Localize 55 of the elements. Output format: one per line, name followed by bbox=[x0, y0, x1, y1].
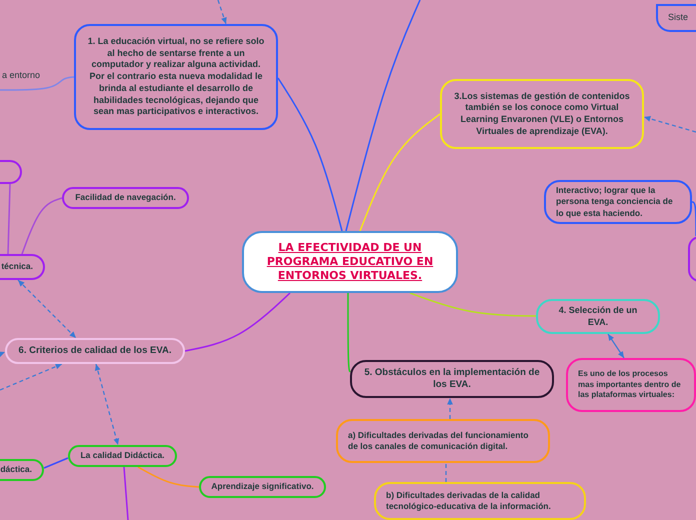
arrow bbox=[447, 398, 453, 419]
connector-line bbox=[359, 113, 440, 232]
topic-box bbox=[566, 358, 696, 412]
arrow bbox=[644, 116, 696, 133]
topic-text: 3.Los sistemas de gestión de contenidos también se los conoce como Virtual Learning Envaronen (VLE) o Entornos Virtuales de aprendizaje (EVA). bbox=[453, 90, 631, 138]
topic-text: 1. La educación virtual, no se refiere solo al hecho de sentarse frente a un computador y realizar alguna actividad. Por el contrario esta nueva modalidad le brinda al estudiante el desarrollo de habilidades tecnológicas, dejando que sean mas participativos e interactivos. bbox=[86, 36, 266, 118]
topic-box bbox=[350, 360, 554, 398]
arrow bbox=[608, 334, 624, 358]
topic-text: a entorno bbox=[2, 70, 40, 82]
topic-box bbox=[336, 419, 550, 463]
connector-line bbox=[0, 76, 74, 91]
topic-text: a) Dificultades derivadas del funcionamiento de los canales de comunicación digital. bbox=[348, 430, 530, 452]
topic-box bbox=[544, 180, 692, 224]
arrow bbox=[0, 363, 62, 391]
central-topic-title: LA EFECTIVIDAD DE UN PROGRAMA EDUCATIVO EN ENTORNOS VIRTUALES. bbox=[266, 240, 434, 284]
topic-box bbox=[656, 4, 696, 32]
connector-line bbox=[7, 184, 11, 254]
connector-line bbox=[138, 466, 200, 488]
connector-line bbox=[123, 466, 129, 520]
topic-box bbox=[0, 254, 45, 280]
connector-line bbox=[345, 0, 421, 232]
empty-box-node bbox=[0, 160, 22, 184]
connector-line bbox=[44, 457, 68, 469]
topic-box bbox=[536, 299, 660, 334]
topic-box bbox=[5, 338, 185, 364]
topic-box bbox=[199, 476, 326, 498]
topic-text: Siste bbox=[668, 12, 688, 24]
topic-box bbox=[74, 24, 278, 130]
connector-line bbox=[21, 197, 62, 254]
topic-box bbox=[68, 445, 177, 467]
topic-text: dáctica. bbox=[0, 464, 32, 476]
topic-text: 6. Criterios de calidad de los EVA. bbox=[18, 344, 172, 358]
arrow bbox=[94, 364, 120, 446]
topic-text: Interactivo; lograr que la persona tenga conciencia de lo que esta haciendo. bbox=[556, 185, 674, 219]
topic-text: 5. Obstáculos en la implementación de los EVA. bbox=[363, 366, 541, 392]
connector-line bbox=[277, 78, 343, 232]
topic-text: Es uno de los procesos mas importantes dentro de las plataformas virtuales: bbox=[578, 369, 682, 401]
topic-text: 4. Selección de un EVA. bbox=[558, 304, 638, 328]
topic-box bbox=[374, 482, 586, 520]
topic-text: b) Dificultades derivadas de la calidad tecnológico-educativa de la información. bbox=[386, 490, 552, 512]
topic-text: Aprendizaje significativo. bbox=[211, 481, 314, 493]
topic-box bbox=[440, 79, 644, 149]
topic-text: Facilidad de navegación. bbox=[75, 192, 176, 204]
topic-text: La calidad Didáctica. bbox=[80, 450, 165, 462]
topic-text: técnica. bbox=[1, 261, 33, 273]
topic-box bbox=[62, 187, 189, 209]
arrow bbox=[18, 280, 76, 338]
arrow bbox=[0, 351, 6, 358]
connector-line bbox=[347, 293, 351, 372]
connector-line bbox=[184, 292, 291, 352]
connector-line bbox=[445, 463, 447, 482]
central-topic-box bbox=[242, 231, 458, 293]
connector-line bbox=[410, 292, 536, 317]
arrow bbox=[217, 0, 227, 24]
topic-box bbox=[0, 459, 44, 481]
